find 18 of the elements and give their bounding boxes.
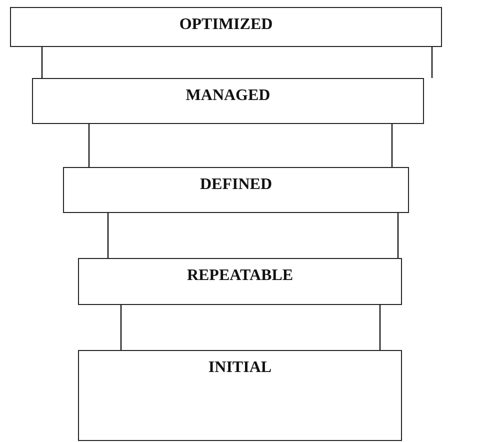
level-label: REPEATABLE xyxy=(186,267,294,285)
connector-line xyxy=(88,124,90,167)
level-label: DEFINED xyxy=(200,176,272,194)
level-box xyxy=(32,78,424,124)
level-label: MANAGED xyxy=(186,87,270,105)
level-box xyxy=(78,258,402,305)
level-box xyxy=(63,167,409,213)
connector-line xyxy=(379,305,381,350)
connector-line xyxy=(41,47,43,78)
connector-line xyxy=(431,47,433,78)
level-label: OPTIMIZED xyxy=(179,16,273,34)
level-box xyxy=(78,350,402,441)
connector-line xyxy=(107,213,109,258)
connector-line xyxy=(391,124,393,167)
level-label: INITIAL xyxy=(208,359,272,377)
connector-line xyxy=(120,305,122,350)
connector-line xyxy=(397,213,399,258)
level-box xyxy=(10,7,442,47)
